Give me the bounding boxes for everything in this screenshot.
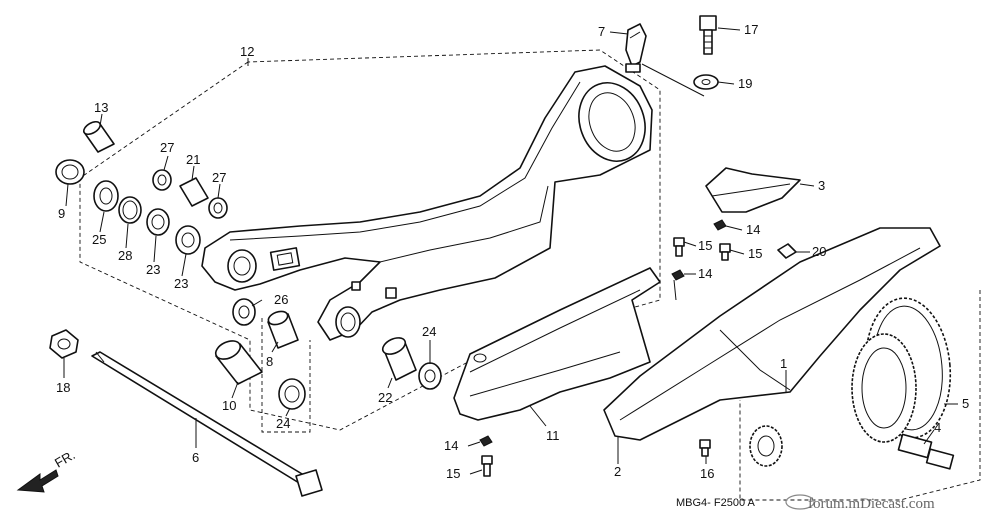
nut-14c (479, 435, 493, 447)
callout-14c: 14 (444, 438, 458, 453)
callout-12: 12 (240, 44, 254, 59)
callout-labels: 12 13 9 25 28 23 23 27 21 27 26 8 10 24 … (56, 22, 969, 481)
front-marker-label: FR. (52, 447, 78, 470)
chain-case (603, 227, 941, 441)
bearing-27b (208, 197, 228, 219)
callout-28: 28 (118, 248, 132, 263)
bolt-17 (699, 15, 717, 55)
bolt-20 (777, 243, 797, 259)
washer-19 (693, 74, 719, 90)
drive-group-frame (739, 290, 981, 501)
seal-24b (418, 362, 442, 390)
callout-17: 17 (744, 22, 758, 37)
leader-lines (63, 27, 958, 475)
callout-2: 2 (614, 464, 621, 479)
callout-15b: 15 (748, 246, 762, 261)
clip-7 (625, 23, 647, 73)
diagram-code: MBG4- F2500 A (676, 497, 756, 509)
callout-27b: 27 (212, 170, 226, 185)
callout-27a: 27 (160, 140, 174, 155)
callout-24b: 24 (422, 324, 436, 339)
bolt-15a (673, 237, 685, 257)
bearing-22 (381, 337, 417, 381)
callout-24a: 24 (276, 416, 290, 431)
seal-25 (93, 180, 119, 212)
bearing-23a (146, 208, 170, 236)
pivot-shaft (91, 351, 323, 497)
callout-3: 3 (818, 178, 825, 193)
bushing-group-frame (261, 318, 311, 433)
ring-28 (118, 196, 142, 224)
callout-26: 26 (274, 292, 288, 307)
callout-23b: 23 (174, 276, 188, 291)
callout-4: 4 (934, 420, 941, 435)
seal-24a (278, 378, 306, 410)
front-sprocket (749, 425, 783, 467)
callout-14a: 14 (746, 222, 760, 237)
bolt-15b (719, 243, 731, 261)
collar-13 (83, 120, 115, 153)
bolt-16 (699, 439, 711, 457)
chain-slider (453, 267, 661, 421)
cover-bracket (705, 167, 801, 213)
callout-16: 16 (700, 466, 714, 481)
callout-15a: 15 (698, 238, 712, 253)
front-arrow-icon: FR. (16, 447, 78, 493)
collar-10 (214, 340, 263, 385)
callout-21: 21 (186, 152, 200, 167)
watermark: forum.mDiecast.com (785, 494, 935, 512)
callout-9: 9 (58, 206, 65, 221)
nut-18 (49, 329, 79, 359)
callout-15c: 15 (446, 466, 460, 481)
callout-10: 10 (222, 398, 236, 413)
collar-8 (267, 310, 299, 349)
callout-14b: 14 (698, 266, 712, 281)
callout-6: 6 (192, 450, 199, 465)
callout-7: 7 (598, 24, 605, 39)
callout-11: 11 (546, 428, 560, 443)
callout-22: 22 (378, 390, 392, 405)
bolt-15c (481, 455, 493, 477)
nut-14b (713, 219, 727, 231)
collar-21 (179, 177, 209, 207)
callout-1: 1 (780, 356, 787, 371)
seal-26 (232, 298, 256, 326)
callout-19: 19 (738, 76, 752, 91)
rear-sprocket (851, 333, 917, 443)
swingarm (201, 65, 653, 341)
callout-13: 13 (94, 100, 108, 115)
master-link (897, 433, 955, 470)
bearing-23b (175, 225, 201, 255)
callout-20: 20 (812, 244, 826, 259)
nut-14a (671, 269, 685, 281)
swingarm-group-frame (79, 49, 661, 431)
callout-18: 18 (56, 380, 70, 395)
callout-23a: 23 (146, 262, 160, 277)
bushing-9 (55, 159, 85, 185)
bearing-27a (152, 169, 172, 191)
watermark-text: forum.mDiecast.com (808, 496, 935, 512)
callout-25: 25 (92, 232, 106, 247)
callout-8: 8 (266, 354, 273, 369)
callout-5: 5 (962, 396, 969, 411)
